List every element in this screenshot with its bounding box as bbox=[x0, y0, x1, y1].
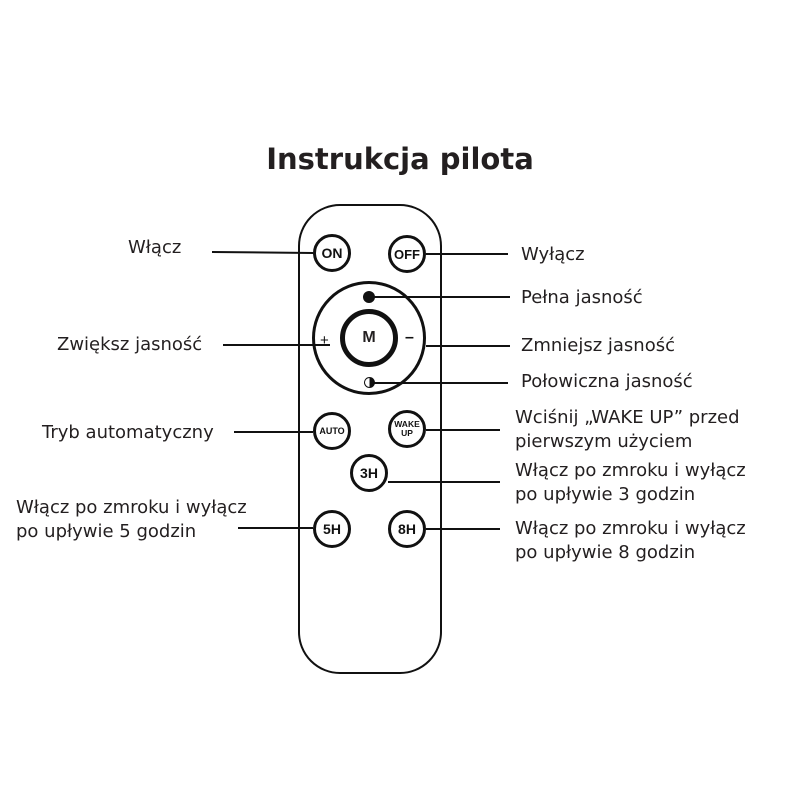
wake-up-button-line1: WAKE bbox=[394, 419, 420, 429]
minus-button[interactable]: – bbox=[405, 329, 414, 346]
page-title: Instrukcja pilota bbox=[266, 142, 534, 176]
label-8h-line1: Włącz po zmroku i wyłącz bbox=[515, 518, 746, 539]
brightness-ring[interactable] bbox=[312, 281, 426, 395]
mode-button[interactable]: M bbox=[340, 309, 398, 367]
3h-button[interactable]: 3H bbox=[350, 454, 388, 492]
leader-line-on bbox=[211, 251, 314, 254]
label-full-brightness: Pełna jasność bbox=[521, 287, 643, 308]
remote-control-body bbox=[298, 204, 442, 674]
label-3h: Włącz po zmroku i wyłącz po upływie 3 go… bbox=[515, 459, 746, 507]
wake-up-button[interactable]: WAKE UP bbox=[388, 410, 426, 448]
auto-button[interactable]: AUTO bbox=[313, 412, 351, 450]
label-half-brightness: Połowiczna jasność bbox=[521, 371, 693, 392]
plus-button[interactable]: + bbox=[320, 332, 329, 349]
label-5h-line2: po upływie 5 godzin bbox=[16, 521, 197, 542]
label-increase-brightness: Zwiększ jasność bbox=[57, 334, 203, 355]
label-5h: Włącz po zmroku i wyłącz po upływie 5 go… bbox=[16, 496, 247, 544]
label-8h: Włącz po zmroku i wyłącz po upływie 8 go… bbox=[515, 517, 746, 565]
wake-up-button-line2: UP bbox=[401, 428, 413, 438]
label-wake-up-line1: Wciśnij „WAKE UP” przed bbox=[515, 407, 740, 428]
label-3h-line2: po upływie 3 godzin bbox=[515, 484, 696, 505]
label-off: Wyłącz bbox=[521, 244, 585, 265]
label-auto-mode: Tryb automatyczny bbox=[42, 422, 214, 443]
off-button[interactable]: OFF bbox=[388, 235, 426, 273]
full-brightness-button[interactable] bbox=[363, 291, 375, 303]
on-button[interactable]: ON bbox=[313, 234, 351, 272]
8h-button[interactable]: 8H bbox=[388, 510, 426, 548]
label-8h-line2: po upływie 8 godzin bbox=[515, 542, 696, 563]
label-3h-line1: Włącz po zmroku i wyłącz bbox=[515, 460, 746, 481]
label-5h-line1: Włącz po zmroku i wyłącz bbox=[16, 497, 247, 518]
5h-button[interactable]: 5H bbox=[313, 510, 351, 548]
label-on: Włącz bbox=[128, 237, 182, 258]
half-brightness-button[interactable] bbox=[364, 377, 375, 388]
label-wake-up: Wciśnij „WAKE UP” przed pierwszym użycie… bbox=[515, 406, 740, 454]
label-decrease-brightness: Zmniejsz jasność bbox=[521, 335, 676, 356]
label-wake-up-line2: pierwszym użyciem bbox=[515, 431, 693, 452]
